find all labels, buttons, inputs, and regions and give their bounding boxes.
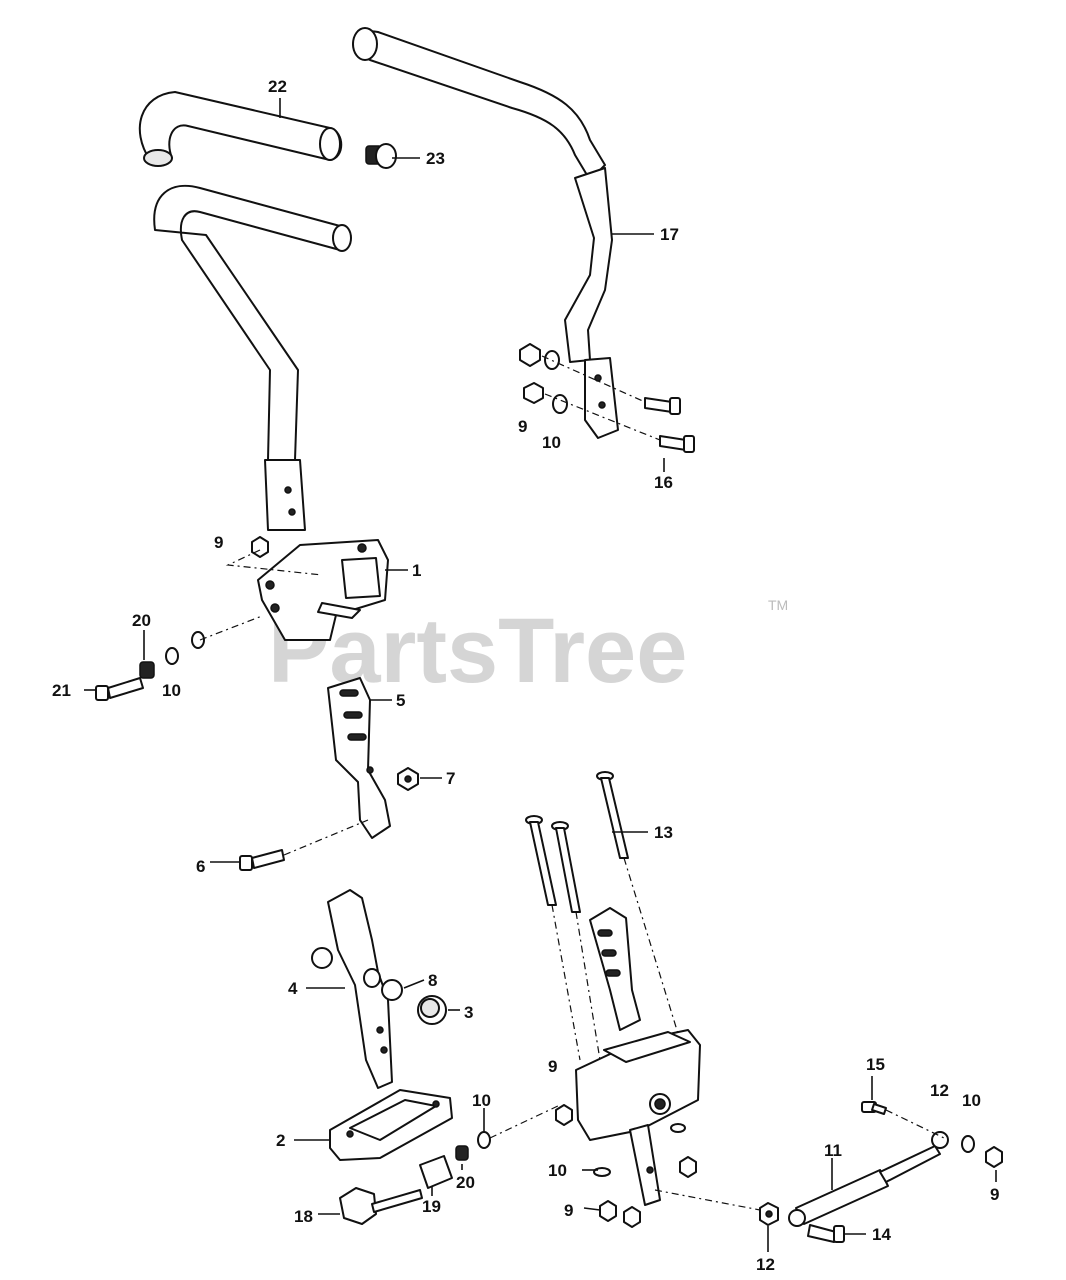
nut-9-bracket[interactable] — [251, 536, 269, 558]
part-6-bolt[interactable] — [239, 849, 285, 871]
washer-10-right[interactable] — [961, 1135, 975, 1153]
part-22-handle-tube[interactable] — [138, 91, 343, 167]
right-shaft[interactable] — [629, 1124, 661, 1206]
callout-9-bracket: 9 — [214, 533, 223, 552]
right-housing[interactable] — [575, 1029, 701, 1141]
callout-5: 5 — [396, 691, 405, 710]
callout-3: 3 — [464, 1003, 473, 1022]
callout-9-right: 9 — [990, 1185, 999, 1204]
part-3-cap[interactable] — [417, 995, 447, 1025]
callout-labels: 22 23 17 9 10 16 9 1 20 21 10 5 7 13 6 8… — [52, 77, 999, 1274]
part-19-spacer[interactable] — [419, 1155, 453, 1189]
callout-10-left: 10 — [162, 681, 181, 700]
part-16-bolts[interactable] — [644, 397, 695, 453]
part-12-nut[interactable] — [759, 1202, 779, 1226]
part-11-gas-spring[interactable] — [788, 1131, 949, 1227]
part-20-spring-lower[interactable] — [455, 1145, 469, 1161]
part-13-bolts[interactable] — [525, 771, 629, 913]
callout-9-lower: 9 — [564, 1201, 573, 1220]
callout-17: 17 — [660, 225, 679, 244]
nut-9-right[interactable] — [985, 1146, 1003, 1168]
part-20-spring[interactable] — [139, 661, 155, 679]
part-15-pin[interactable] — [861, 1101, 887, 1115]
part-23-plug[interactable] — [365, 143, 397, 169]
part-2-base[interactable] — [329, 1089, 453, 1161]
part-7-nut[interactable] — [397, 767, 419, 791]
callout-11: 11 — [824, 1141, 842, 1160]
part-4-arm[interactable] — [311, 889, 393, 1089]
leader-lines — [84, 98, 997, 1252]
nut-9-housing[interactable] — [555, 1104, 573, 1126]
callout-10-upper: 10 — [542, 433, 561, 452]
nut-9-upper[interactable] — [519, 343, 544, 404]
callout-20-left: 20 — [132, 611, 151, 630]
washer-10-left[interactable] — [165, 631, 205, 665]
callout-4: 4 — [288, 979, 298, 998]
callout-12-right: 12 — [930, 1081, 949, 1100]
callout-14: 14 — [872, 1225, 891, 1244]
part-8-ring[interactable] — [381, 979, 403, 1001]
callout-12: 12 — [756, 1255, 775, 1274]
callout-6: 6 — [196, 857, 205, 876]
callout-8: 8 — [428, 971, 437, 990]
callout-10-housing: 10 — [548, 1161, 567, 1180]
callout-16: 16 — [654, 473, 673, 492]
callout-7: 7 — [446, 769, 455, 788]
left-handle-tube[interactable] — [153, 184, 352, 531]
callout-10-right: 10 — [962, 1091, 981, 1110]
callout-22: 22 — [268, 77, 287, 96]
callout-10-lower: 10 — [472, 1091, 491, 1110]
part-5-lever[interactable] — [327, 677, 391, 839]
nut-9-housing-lower[interactable] — [599, 1156, 697, 1228]
washer-10-upper[interactable] — [544, 350, 568, 414]
callout-18: 18 — [294, 1207, 313, 1226]
right-lever[interactable] — [589, 907, 641, 1031]
watermark-trademark: TM — [768, 597, 788, 613]
part-14-pin[interactable] — [807, 1224, 845, 1243]
callout-13: 13 — [654, 823, 673, 842]
callout-2: 2 — [276, 1131, 285, 1150]
callout-21: 21 — [52, 681, 71, 700]
part-17-handle-tube[interactable] — [352, 27, 619, 439]
callout-20-lower: 20 — [456, 1173, 475, 1192]
callout-23: 23 — [426, 149, 445, 168]
callout-9-upper: 9 — [518, 417, 527, 436]
part-1-bracket[interactable] — [257, 539, 389, 641]
washer-10-lower[interactable] — [477, 1131, 491, 1149]
callout-19: 19 — [422, 1197, 441, 1216]
callout-1: 1 — [412, 561, 421, 580]
part-21-bolt[interactable] — [95, 677, 144, 701]
callout-15: 15 — [866, 1055, 885, 1074]
callout-9-housing: 9 — [548, 1057, 557, 1076]
part-18-knob[interactable] — [339, 1187, 423, 1225]
